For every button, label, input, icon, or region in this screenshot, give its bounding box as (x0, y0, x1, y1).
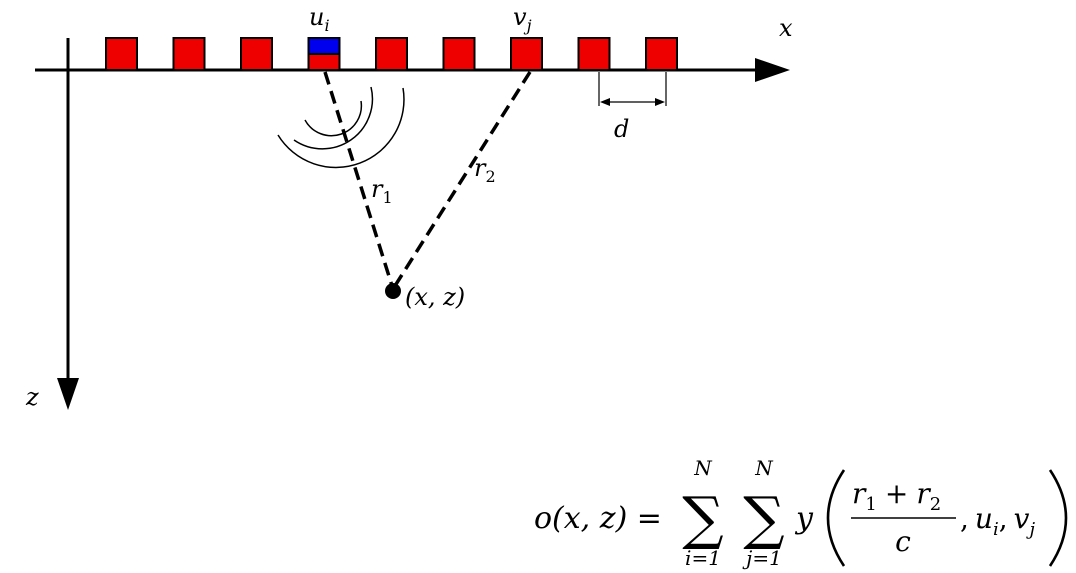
transmitter-element-bottom (307, 53, 341, 71)
transmitter-label: ui (309, 3, 330, 35)
array-element (375, 37, 408, 71)
array-element (105, 37, 138, 71)
r1-label: r1 (371, 175, 393, 207)
formula-numerator: r1+r2 (852, 477, 941, 515)
receiver-element (510, 37, 543, 71)
path-r1 (323, 71, 395, 290)
left-paren (826, 469, 846, 567)
array-element (172, 37, 206, 71)
target-point (385, 283, 401, 299)
array-element (645, 37, 678, 71)
spacing-arrowhead-left (600, 98, 610, 106)
array-element (442, 37, 476, 71)
formula-lhs: o(x, z) = (534, 501, 662, 536)
sum2-bottom: j=1 (742, 546, 782, 570)
wave-arc-large (277, 87, 405, 169)
z-axis-label: z (25, 383, 39, 411)
wave-arc-medium (293, 86, 374, 150)
x-axis-arrowhead (755, 58, 790, 82)
z-axis-arrowhead (57, 378, 79, 410)
x-axis-label: x (779, 14, 793, 42)
sum1-top: N (693, 456, 713, 480)
receiver-label: vj (513, 3, 532, 35)
sum1-sigma: ∑ (682, 484, 723, 552)
formula-func: y (794, 501, 814, 536)
spacing-arrowhead-right (655, 98, 665, 106)
formula-denominator: c (895, 525, 911, 558)
array-element (577, 37, 611, 71)
array-elements (105, 37, 678, 71)
array-element (240, 37, 273, 71)
sum1-bottom: i=1 (685, 546, 721, 570)
sum2-sigma: ∑ (743, 484, 784, 552)
wave-arc-small (304, 100, 363, 137)
r2-label: r2 (474, 154, 496, 186)
transmitter-element-top (307, 37, 341, 55)
sum2-top: N (754, 456, 774, 480)
spacing-label: d (614, 115, 629, 143)
formula-args: ,ui,vj (960, 502, 1035, 540)
path-r2 (391, 71, 532, 290)
formula: o(x, z) = N ∑ i=1 N ∑ j=1 y r1+r2 c ,ui,… (534, 456, 1068, 570)
target-point-label: (x, z) (405, 283, 465, 311)
right-paren (1048, 469, 1068, 567)
